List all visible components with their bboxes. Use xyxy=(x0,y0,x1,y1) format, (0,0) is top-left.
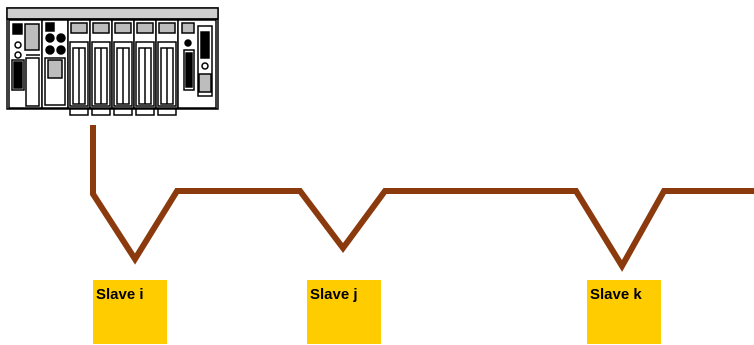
slave-node-i[interactable]: Slave i xyxy=(93,280,167,344)
slave-node-j[interactable]: Slave j xyxy=(307,280,381,344)
slave-label: Slave i xyxy=(96,286,144,303)
slave-label: Slave j xyxy=(310,286,358,303)
slave-label: Slave k xyxy=(590,286,642,303)
plc-rack-icon xyxy=(6,7,219,116)
fieldbus-cable xyxy=(90,125,754,272)
slave-node-k[interactable]: Slave k xyxy=(587,280,661,344)
